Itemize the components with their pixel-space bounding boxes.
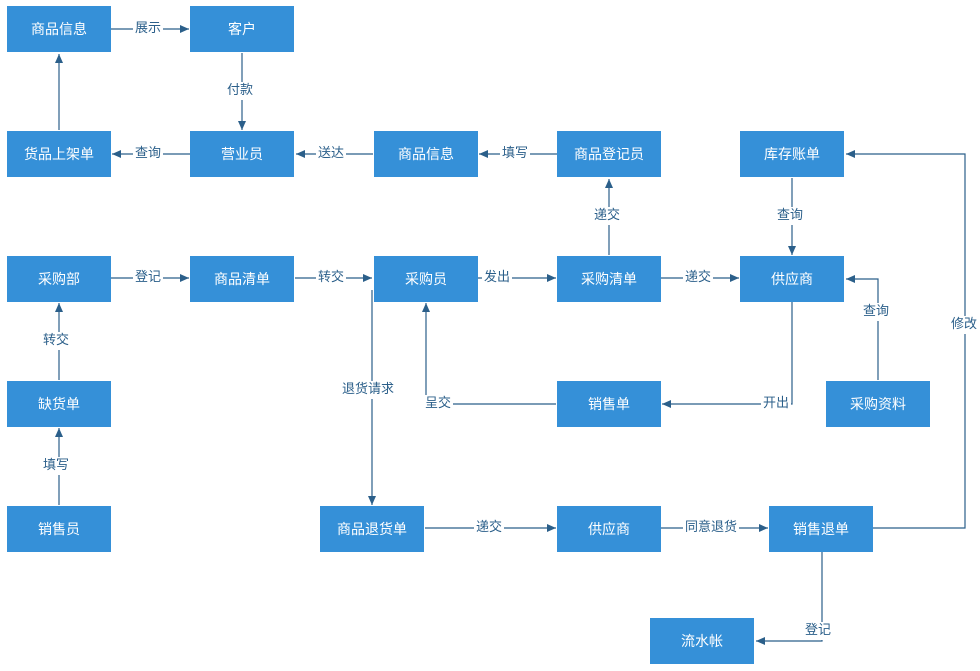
label-submit-registrar: 递交: [591, 207, 623, 225]
label-query-left: 查询: [132, 145, 164, 163]
node-goods-info-mid: 商品信息: [374, 131, 478, 177]
edge-modify: [846, 150, 966, 529]
node-shortage-sheet: 缺货单: [7, 381, 111, 427]
label-register-bottom: 登记: [802, 622, 834, 640]
edge-present: [422, 303, 556, 405]
edge-query-data: [846, 275, 879, 380]
node-sales-return: 销售退单: [769, 506, 873, 552]
node-return-sheet: 商品退货单: [320, 506, 424, 552]
label-pay: 付款: [224, 82, 256, 100]
label-show: 展示: [132, 20, 164, 38]
label-query-stock: 查询: [774, 207, 806, 225]
node-clerk: 营业员: [190, 131, 294, 177]
label-submit-bottom: 递交: [473, 519, 505, 537]
label-transfer-right: 转交: [315, 269, 347, 287]
node-goods-list: 商品清单: [190, 256, 294, 302]
node-shelf-sheet: 货品上架单: [7, 131, 111, 177]
label-agree-return: 同意退货: [682, 519, 740, 537]
edge-open: [662, 302, 793, 408]
label-register-left: 登记: [132, 269, 164, 287]
label-fill-in-top: 填写: [499, 145, 531, 163]
label-deliver: 送达: [315, 145, 347, 163]
node-goods-registrar: 商品登记员: [557, 131, 661, 177]
label-query-data: 查询: [860, 303, 892, 321]
node-buyer: 采购员: [374, 256, 478, 302]
node-supplier: 供应商: [740, 256, 844, 302]
node-customer: 客户: [190, 6, 294, 52]
node-stock-ledger: 库存账单: [740, 131, 844, 177]
label-modify: 修改: [948, 316, 980, 334]
label-open: 开出: [760, 395, 792, 413]
node-purchase-dept: 采购部: [7, 256, 111, 302]
node-purchase-data: 采购资料: [826, 381, 930, 427]
node-goods-info-top: 商品信息: [7, 6, 111, 52]
node-journal: 流水帐: [650, 618, 754, 664]
label-transfer-up: 转交: [40, 332, 72, 350]
label-return-request: 退货请求: [339, 381, 397, 399]
label-submit-supplier: 递交: [682, 269, 714, 287]
node-sales-sheet: 销售单: [557, 381, 661, 427]
label-fill-in-bottom: 填写: [40, 457, 72, 475]
label-present: 呈交: [422, 395, 454, 413]
node-salesperson: 销售员: [7, 506, 111, 552]
node-purchase-list: 采购清单: [557, 256, 661, 302]
node-supplier-2: 供应商: [557, 506, 661, 552]
label-issue: 发出: [481, 269, 513, 287]
edge-register-bottom: [756, 551, 823, 645]
